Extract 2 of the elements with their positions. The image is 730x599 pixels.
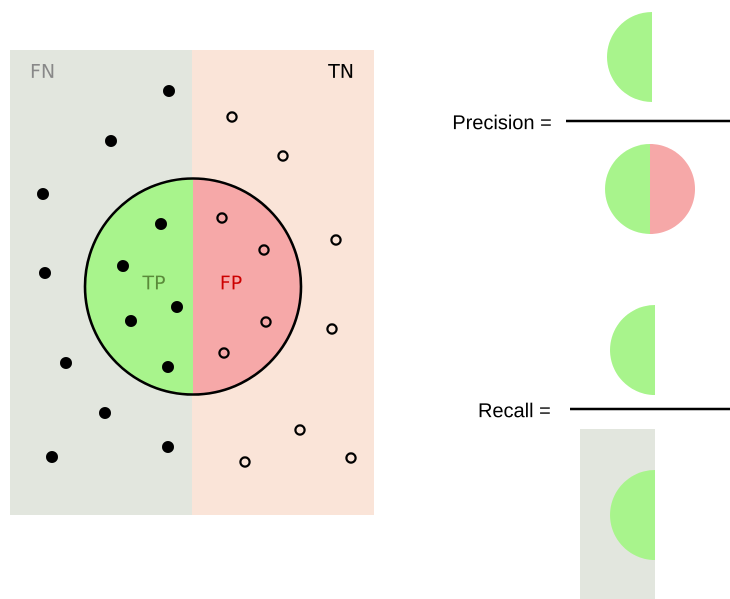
formula-label: Precision = (454, 114, 551, 130)
formula-label: Recall = (480, 402, 550, 418)
